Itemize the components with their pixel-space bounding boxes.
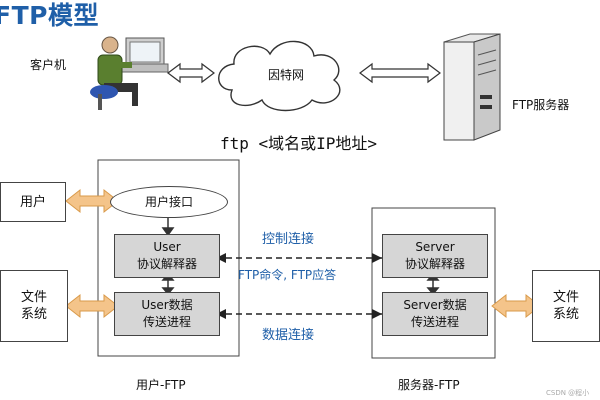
server-file-system-line-1: 文件 (552, 290, 579, 305)
server-pi-line-2: 协议解释器 (404, 257, 465, 271)
server-ftp-caption: 服务器-FTP (398, 378, 460, 392)
internet-server-arrow (359, 62, 441, 84)
client-computer-icon (90, 36, 169, 110)
user-dtp-line-2: 传送进程 (142, 315, 191, 329)
client-label: 客户机 (30, 58, 67, 72)
user-ftp-caption: 用户-FTP (136, 378, 186, 392)
server-icon (443, 33, 501, 141)
server-dtp-box: Server数据 传送进程 (382, 292, 488, 336)
user-dtp-box: User数据 传送进程 (114, 292, 220, 336)
watermark: CSDN @程小 (546, 389, 590, 397)
user-box-label: 用户 (19, 194, 46, 210)
server-dtp-line-2: 传送进程 (410, 315, 459, 329)
internet-label: 因特网 (268, 68, 305, 82)
ftp-commands-label: FTP命令, FTP应答 (238, 268, 337, 282)
user-pi-box: User 协议解释器 (114, 234, 220, 278)
file-system-line-2: 系统 (20, 307, 47, 322)
client-internet-arrow (167, 62, 215, 84)
user-interface-label: 用户接口 (144, 194, 193, 209)
server-pi-box: Server 协议解释器 (382, 234, 488, 278)
user-pi-line-2: 协议解释器 (136, 257, 197, 271)
control-connection-label: 控制连接 (262, 232, 315, 247)
data-connection-label: 数据连接 (262, 328, 315, 343)
user-box: 用户 (0, 182, 66, 222)
ftp-command-text: ftp <域名或IP地址> (220, 134, 378, 153)
server-file-system-box: 文件 系统 (532, 270, 600, 342)
user-dtp-line-1: User数据 (141, 298, 193, 312)
user-file-system-box: 文件 系统 (0, 270, 68, 342)
internet-cloud-icon (218, 40, 341, 112)
file-system-line-1: 文件 (20, 290, 47, 305)
user-interface-oval: 用户接口 (110, 186, 228, 218)
server-pi-line-1: Server (415, 240, 455, 254)
server-file-system-line-2: 系统 (552, 307, 579, 322)
server-dtp-line-1: Server数据 (403, 298, 467, 312)
server-label: FTP服务器 (512, 98, 570, 112)
page-title: FTP模型 (0, 1, 99, 30)
user-pi-line-1: User (153, 240, 181, 254)
